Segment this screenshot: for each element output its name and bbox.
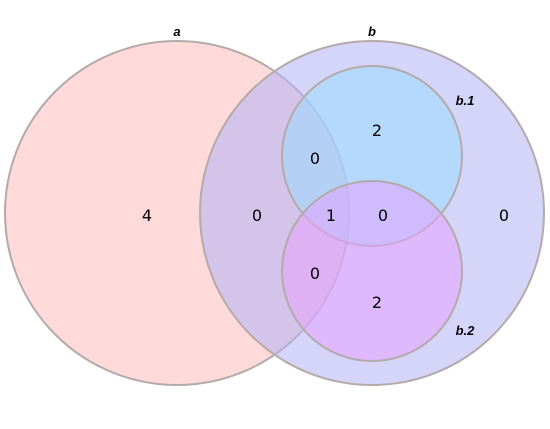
region-b1-only-count: 2 xyxy=(372,121,382,140)
region-a-b-b1-b2-count: 1 xyxy=(326,206,336,225)
region-a-b-b1-count: 0 xyxy=(310,149,320,168)
region-a-b-count: 0 xyxy=(252,206,262,225)
region-b2-only-count: 2 xyxy=(372,293,382,312)
region-b-only-count: 0 xyxy=(499,206,509,225)
set-a-label: a xyxy=(173,24,180,39)
region-b1-b2-count: 0 xyxy=(378,206,388,225)
set-b2-label: b.2 xyxy=(456,323,476,338)
region-a-b-b2-count: 0 xyxy=(310,264,320,283)
region-a-only-count: 4 xyxy=(142,206,152,225)
set-b2-circle xyxy=(281,180,463,362)
set-b-label: b xyxy=(368,24,376,39)
set-b1-label: b.1 xyxy=(456,93,475,108)
